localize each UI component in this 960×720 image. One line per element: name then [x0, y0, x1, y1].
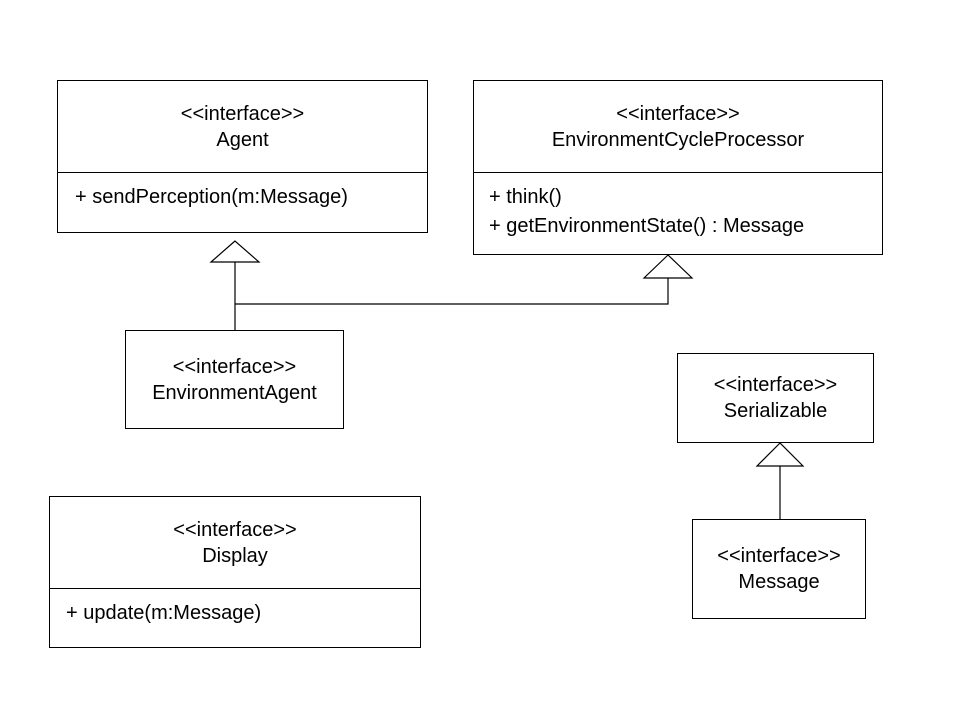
stereotype-label: <<interface>>: [616, 102, 740, 125]
stereotype-label: <<interface>>: [172, 355, 297, 378]
class-name: Display: [202, 544, 268, 567]
operations-compartment: + sendPerception(m:Message): [58, 173, 427, 212]
operation: + getEnvironmentState() : Message: [489, 215, 805, 237]
class-message[interactable]: <<interface>> Message: [692, 519, 866, 619]
generalization-arrowhead-serializable: [755, 442, 805, 467]
stereotype-label: <<interface>>: [717, 545, 841, 567]
class-header: <<interface>> EnvironmentAgent: [126, 331, 343, 428]
class-header: <<interface>> Display: [50, 497, 420, 589]
stereotype-label: <<interface>>: [713, 374, 838, 396]
class-header: <<interface>> Agent: [58, 81, 427, 173]
operations-compartment: + think() + getEnvironmentState() : Mess…: [474, 173, 882, 241]
class-name: Message: [738, 571, 820, 593]
class-environment-agent[interactable]: <<interface>> EnvironmentAgent: [125, 330, 344, 429]
operation: + sendPerception(m:Message): [75, 186, 348, 208]
generalization-line-envagent-ecp: [235, 278, 669, 305]
class-header: <<interface>> Serializable: [678, 354, 873, 442]
class-name: EnvironmentCycleProcessor: [551, 128, 805, 151]
class-name: EnvironmentAgent: [152, 381, 317, 404]
class-header: <<interface>> EnvironmentCycleProcessor: [474, 81, 882, 173]
class-display[interactable]: <<interface>> Display + update(m:Message…: [49, 496, 421, 648]
generalization-arrowhead-ecp: [642, 254, 694, 279]
stereotype-label: <<interface>>: [180, 102, 305, 125]
class-name: Agent: [216, 128, 269, 151]
operation: + update(m:Message): [66, 602, 262, 624]
operation: + think(): [489, 186, 562, 208]
class-serializable[interactable]: <<interface>> Serializable: [677, 353, 874, 443]
stereotype-label: <<interface>>: [173, 518, 297, 541]
generalization-arrowhead-agent: [209, 240, 261, 263]
operations-compartment: + update(m:Message): [50, 589, 420, 628]
class-name: Serializable: [723, 400, 828, 422]
class-environment-cycle-processor[interactable]: <<interface>> EnvironmentCycleProcessor …: [473, 80, 883, 255]
class-agent[interactable]: <<interface>> Agent + sendPerception(m:M…: [57, 80, 428, 233]
class-header: <<interface>> Message: [693, 520, 865, 618]
